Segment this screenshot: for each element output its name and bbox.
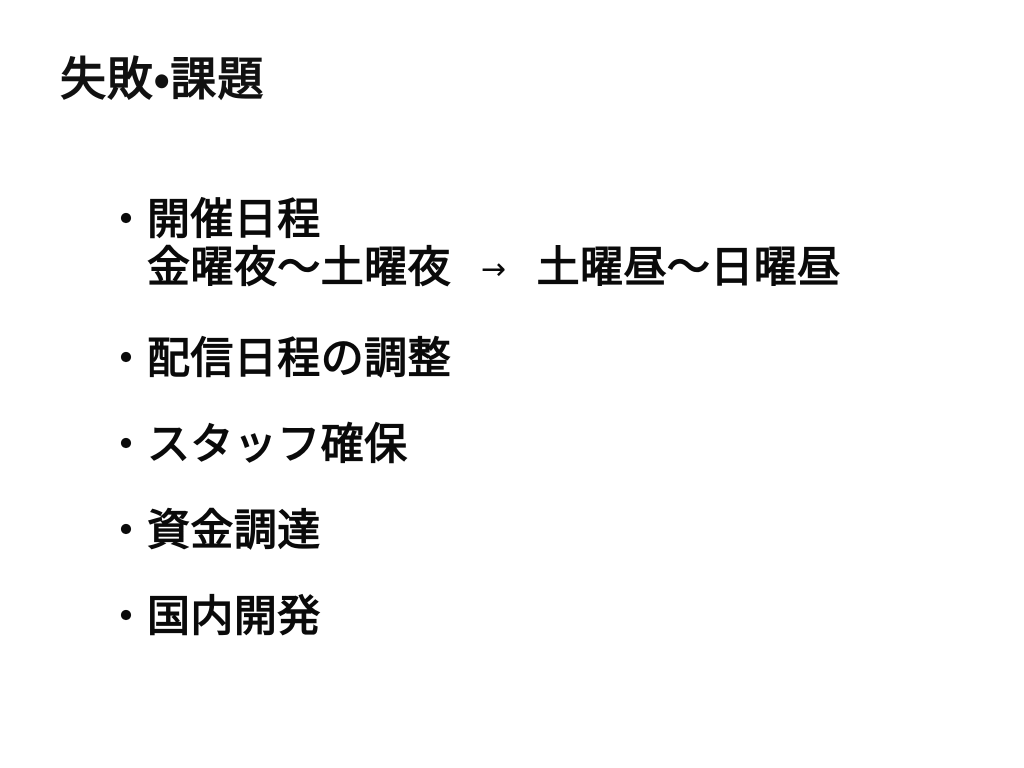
page-title: 失敗・課題	[60, 52, 265, 106]
list-item: ・ 開催日程 金曜夜〜土曜夜 → 土曜昼〜日曜昼	[105, 196, 984, 297]
list-item-label: スタッフ確保	[147, 420, 408, 470]
list-item-body: スタッフ確保	[147, 421, 984, 469]
list-item-label: 国内開発	[147, 592, 321, 642]
bullet-list: ・ 開催日程 金曜夜〜土曜夜 → 土曜昼〜日曜昼 ・ 配信日程の調整 ・ スタッ…	[105, 196, 984, 642]
right-arrow-icon: →	[481, 252, 507, 287]
list-item-label: 配信日程の調整	[147, 334, 452, 384]
bullet-marker-icon: ・	[105, 195, 148, 244]
bullet-marker-icon: ・	[105, 334, 148, 383]
list-item: ・ スタッフ確保	[105, 420, 984, 470]
list-item-label: 資金調達	[147, 506, 321, 556]
list-item-body: 開催日程 金曜夜〜土曜夜 → 土曜昼〜日曜昼	[147, 196, 984, 297]
list-item-body: 配信日程の調整	[147, 335, 984, 383]
list-item: ・ 配信日程の調整	[105, 334, 984, 384]
list-item: ・ 国内開発	[105, 592, 984, 642]
schedule-before: 金曜夜〜土曜夜	[147, 243, 452, 293]
schedule-after: 土曜昼〜日曜昼	[536, 243, 841, 293]
list-item-detail: 金曜夜〜土曜夜 → 土曜昼〜日曜昼	[147, 244, 984, 297]
list-item-body: 国内開発	[147, 593, 984, 641]
list-item-body: 資金調達	[147, 507, 984, 555]
bullet-marker-icon: ・	[105, 592, 148, 641]
bullet-marker-icon: ・	[105, 420, 148, 469]
list-item-label: 開催日程	[147, 195, 321, 245]
bullet-marker-icon: ・	[105, 506, 148, 555]
list-item: ・ 資金調達	[105, 506, 984, 556]
